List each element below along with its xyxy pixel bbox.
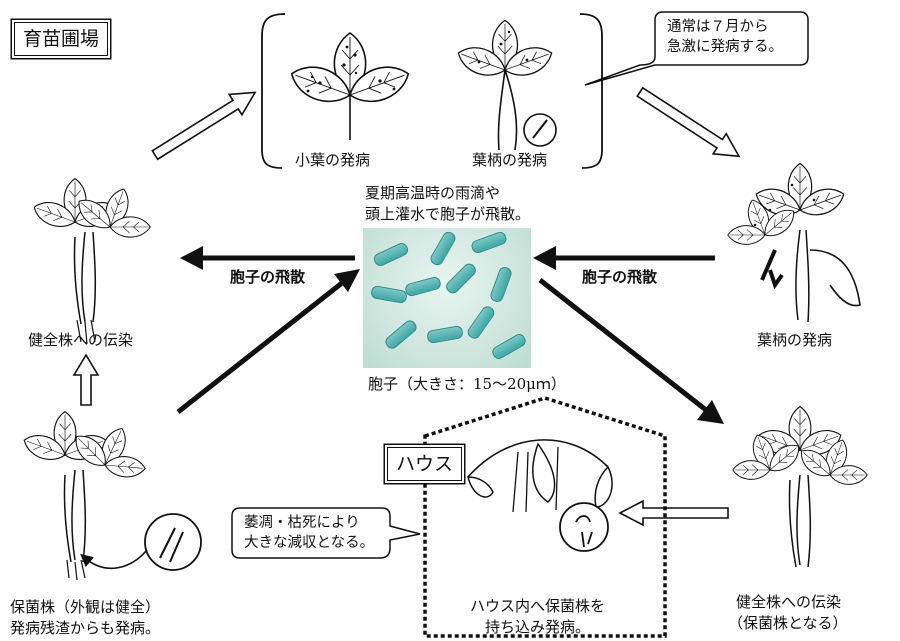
hollow-arrow-left-up	[149, 82, 262, 165]
onset-callout-line2: 急激に発病する。	[667, 38, 783, 57]
spore-micrograph	[363, 228, 531, 368]
healthy-infection-right-line2: （保菌株となる）	[728, 613, 848, 633]
spore-dispersal-left-label: 胞子の飛散	[230, 267, 305, 287]
rain-note-line2: 頭上灌水で胞子が飛散。	[365, 204, 530, 224]
petiole-disease-plant-right-illustration	[716, 164, 860, 323]
healthy-plant-left-illustration	[30, 175, 162, 344]
carrier-label-line2: 発病残渣からも発病。	[10, 618, 160, 638]
carrier-plant-illustration	[20, 411, 201, 580]
petiole-disease-top-label: 葉柄の発病	[472, 150, 547, 170]
wilt-callout-line2: 大きな減収となる。	[244, 534, 374, 553]
healthy-plant-right-illustration	[721, 407, 878, 567]
carrier-label-line1: 保菌株（外観は健全）	[10, 597, 160, 617]
spore-dispersal-right-label: 胞子の飛散	[582, 267, 657, 287]
spore-size-label: 胞子（大きさ：15〜20μｍ）	[368, 374, 566, 394]
healthy-infection-left-label: 健全株への伝染	[28, 330, 133, 350]
leaflet-illustration	[286, 33, 413, 140]
rain-note-line1: 夏期高温時の雨滴や	[365, 183, 500, 203]
wilt-callout-line1: 萎凋・枯死により	[244, 514, 360, 533]
nursery-label: 育苗圃場	[14, 22, 108, 56]
leaflet-disease-label: 小葉の発病	[295, 150, 370, 170]
house-note-line1: ハウス内へ保菌株を	[470, 596, 605, 616]
petiole-plant-illustration	[454, 20, 556, 150]
hollow-arrow-up	[74, 355, 98, 405]
onset-callout-line1: 通常は７月から	[667, 18, 769, 37]
house-note-line2: 持ち込み発病。	[485, 617, 590, 637]
petiole-disease-right-label: 葉柄の発病	[757, 330, 832, 350]
wilted-plant-illustration	[468, 440, 612, 551]
hollow-arrow-right-down	[633, 82, 745, 166]
healthy-infection-right-line1: 健全株への伝染	[736, 592, 841, 612]
hollow-arrow-left	[620, 501, 728, 525]
house-label: ハウス	[387, 447, 462, 481]
